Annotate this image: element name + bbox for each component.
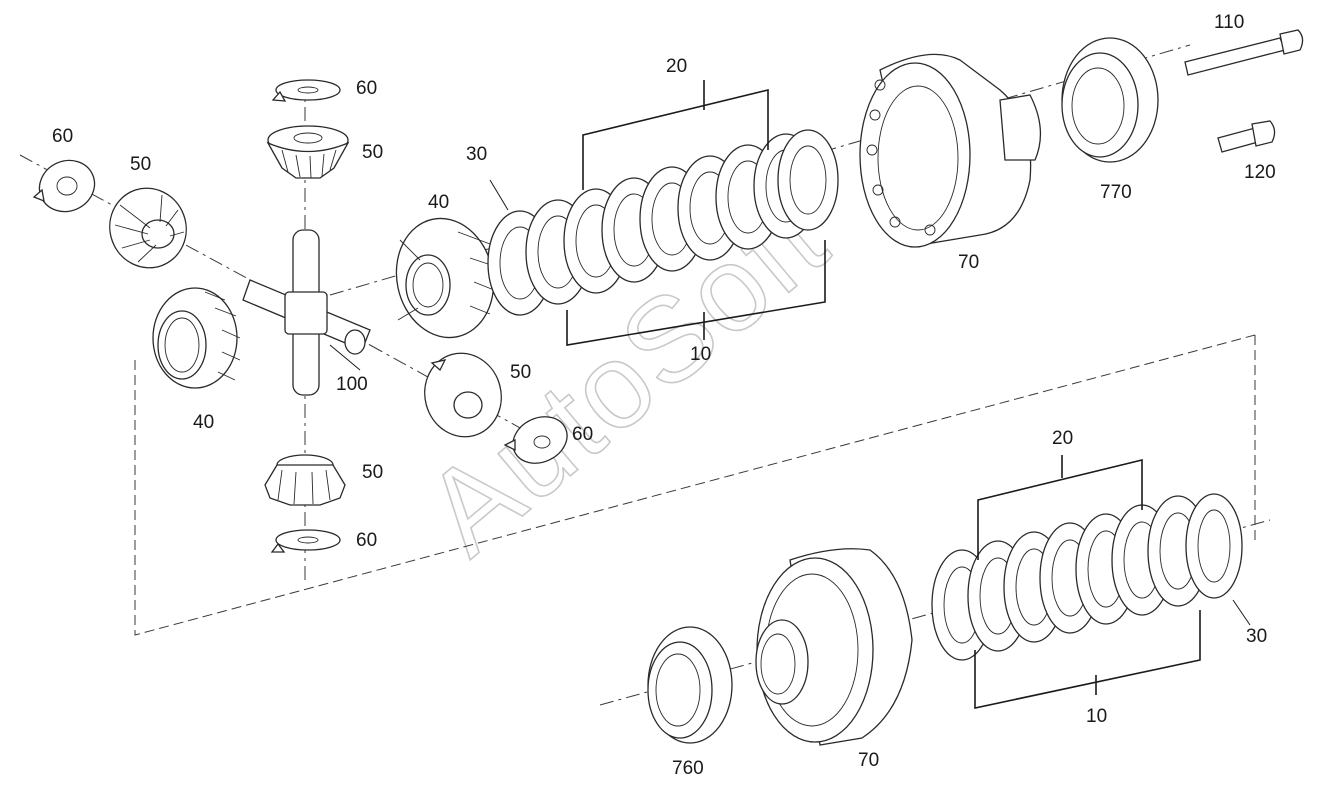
label-upper-shim: 30 — [466, 144, 487, 165]
label-upper-housing: 70 — [958, 252, 979, 273]
label-upper-washer: 60 — [356, 78, 377, 99]
label-upper-plates: 20 — [666, 56, 687, 77]
left-side-gear — [152, 287, 241, 389]
brackets — [329, 80, 1251, 709]
label-bottom-gear: 50 — [362, 462, 383, 483]
label-lower-shim: 30 — [1246, 626, 1267, 647]
upper-clutch-pack — [487, 129, 839, 316]
left-pinion-gear — [109, 187, 187, 269]
label-left-washer: 60 — [52, 126, 73, 147]
right-thrust-washer — [503, 416, 568, 464]
callout-labels: 60 50 60 50 40 40 30 20 10 70 770 110 12… — [52, 12, 1276, 779]
bottom-thrust-washer — [270, 529, 341, 553]
label-upper-discs: 10 — [690, 344, 711, 365]
label-right-gear: 50 — [510, 362, 531, 383]
label-lower-bearing: 760 — [672, 758, 704, 779]
lower-bearing — [647, 626, 733, 744]
label-left-side-gear: 40 — [193, 412, 214, 433]
upper-bearing — [1061, 37, 1159, 163]
right-side-gear — [395, 217, 495, 339]
label-upper-gear: 50 — [362, 142, 383, 163]
label-right-washer: 60 — [572, 424, 593, 445]
label-lower-housing: 70 — [858, 750, 879, 771]
lower-clutch-pack — [931, 493, 1243, 661]
label-bolt-long: 110 — [1214, 12, 1244, 33]
label-spider: 100 — [336, 374, 368, 395]
left-thrust-washer — [32, 159, 96, 213]
label-bottom-washer: 60 — [356, 530, 377, 551]
label-left-gear: 50 — [130, 154, 151, 175]
bottom-pinion-gear — [264, 454, 346, 506]
label-bolt-short: 120 — [1244, 162, 1276, 183]
upper-pinion-gear — [266, 125, 350, 179]
upper-thrust-washer — [271, 79, 341, 102]
lower-differential-housing — [755, 548, 913, 746]
bolt-long — [1184, 29, 1304, 76]
right-pinion-gear — [424, 352, 502, 438]
bolt-short — [1217, 120, 1276, 153]
label-lower-discs: 10 — [1086, 706, 1107, 727]
label-right-side-gear: 40 — [428, 192, 449, 213]
label-lower-plates: 20 — [1052, 428, 1073, 449]
differential-spider — [242, 229, 371, 396]
upper-differential-housing — [859, 53, 1042, 248]
label-upper-bearing: 770 — [1100, 182, 1132, 203]
